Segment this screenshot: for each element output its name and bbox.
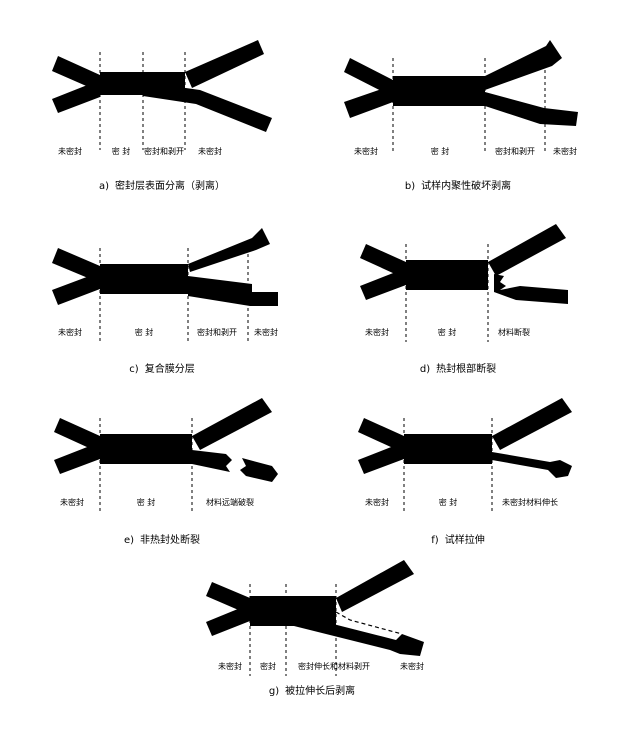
caption-b: b) 试样内聚性破坏剥离 [405,181,511,193]
seal-zone [100,264,188,294]
lower-strip-left [54,442,100,474]
caption-a: a) 密封层表面分离（剥离） [99,181,225,193]
caption-prefix: e) [123,535,135,546]
zone-label-sealed: 密封 [260,662,276,671]
caption-text: 被拉伸长后剥离 [285,686,356,697]
zone-label-stretch-peel: 密封伸长和材料剥开 [298,662,370,671]
stretched-strip [492,452,572,478]
zone-label-unsealed-right: 未密封 [254,328,278,337]
zone-label-unsealed-left: 未密封 [60,498,84,507]
seal-zone [404,434,492,464]
caption-d: d) 热封根部断裂 [420,364,496,376]
zone-label-unsealed-left: 未密封 [58,147,82,156]
upper-strip-right [192,398,272,450]
peeled-strip [286,612,424,656]
zone-label-material-break: 材料断裂 [498,328,530,337]
zone-label-sealed: 密 封 [136,498,156,507]
lower-strip-right [143,82,272,132]
lower-strip-left [360,268,406,300]
zone-divider-lines [405,244,489,342]
upper-strip-right [336,560,414,612]
zone-label-unsealed-right: 未密封 [400,662,424,671]
zone-label-seal-peel: 密封和剥开 [197,328,237,337]
caption-text: 热封根部断裂 [436,364,497,375]
seal-zone [393,76,485,106]
zone-divider-lines [99,52,186,150]
zone-label-unsealed-left: 未密封 [365,328,389,337]
seal-zone [100,434,192,464]
upper-strip-left [344,58,393,97]
upper-strip-left [52,248,100,283]
zone-divider-lines [403,418,493,512]
caption-text: 密封层表面分离（剥离） [115,181,226,192]
upper-strip-right [492,398,572,450]
zone-label-stretch: 未密封材料伸长 [502,498,558,507]
zone-label-sealed: 密 封 [437,328,457,337]
caption-prefix: c) [129,364,139,375]
upper-strip-left [52,56,100,92]
original-position-outline [335,611,403,635]
lower-strip-left [206,604,250,636]
zone-divider-lines [392,58,546,152]
zone-label-sealed: 密 封 [111,147,131,156]
lower-strip-left [52,80,100,113]
delaminated-layer [188,228,270,272]
zone-label-unsealed-left: 未密封 [365,498,389,507]
zone-label-sealed: 密 封 [430,147,450,156]
caption-text: 复合膜分层 [144,364,195,375]
upper-strip-left [358,418,404,453]
broken-strip-right [494,274,568,304]
caption-f: f) 试样拉伸 [431,535,484,547]
upper-strip-left [360,244,406,279]
caption-e: e) 非热封处断裂 [124,535,200,547]
lower-strip-right [188,276,278,306]
lower-strip-left [52,272,100,305]
caption-text: 非热封处断裂 [140,535,201,546]
zone-label-unsealed-left: 未密封 [58,328,82,337]
upper-strip-left [54,418,100,453]
zone-label-unsealed-right: 未密封 [198,147,222,156]
caption-prefix: b) [404,181,416,192]
zone-label-remote-break: 材料远端破裂 [206,498,254,507]
caption-c: c) 复合膜分层 [129,364,194,376]
zone-label-seal-peel: 密封和剥开 [144,147,184,156]
caption-prefix: g) [268,686,280,697]
zone-label-sealed: 密 封 [438,498,458,507]
broken-strip-middle [192,450,232,472]
lower-strip-right [485,92,578,126]
zone-label-unsealed-left: 未密封 [218,662,242,671]
caption-text: 试样内聚性破坏剥离 [421,181,512,192]
caption-g: g) 被拉伸长后剥离 [269,686,355,698]
upper-strip-torn [485,40,562,90]
zone-divider-lines [99,248,249,342]
caption-prefix: f) [431,535,439,546]
zone-divider-lines [99,418,193,512]
upper-strip-right [185,40,264,88]
zone-label-seal-peel: 密封和剥开 [495,147,535,156]
seal-zone [406,260,488,290]
upper-strip-right [488,224,566,276]
upper-strip-left [206,582,250,615]
zone-label-sealed: 密 封 [134,328,154,337]
zone-label-unsealed-right: 未密封 [553,147,577,156]
zone-label-unsealed-left: 未密封 [354,147,378,156]
broken-strip-end [240,458,278,482]
caption-prefix: a) [98,181,110,192]
caption-prefix: d) [419,364,431,375]
lower-strip-left [358,442,404,474]
lower-strip-left [344,85,393,118]
caption-text: 试样拉伸 [444,535,485,546]
